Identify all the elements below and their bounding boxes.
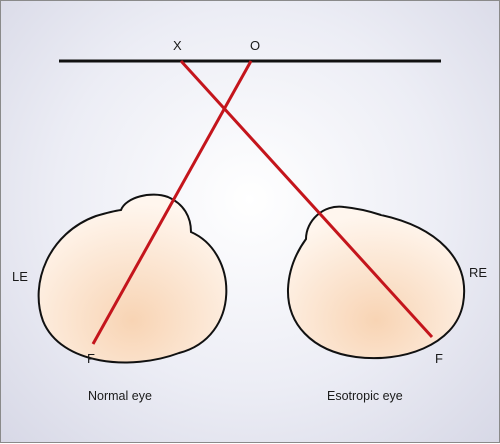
right-eye-visual-axis bbox=[179, 59, 434, 339]
right-eye-caption: Esotropic eye bbox=[327, 389, 403, 403]
point-o-label: O bbox=[250, 38, 261, 53]
point-x-label: X bbox=[173, 38, 182, 53]
right-eye-side-label: RE bbox=[469, 265, 488, 280]
right-eye bbox=[286, 205, 466, 360]
left-eye-side-label: LE bbox=[12, 269, 28, 284]
left-eye-fovea-label: F bbox=[87, 351, 95, 366]
left-eye-caption: Normal eye bbox=[88, 389, 152, 403]
right-eye-globe bbox=[286, 205, 466, 360]
left-eye bbox=[37, 193, 228, 364]
left-eye-globe bbox=[37, 193, 228, 364]
right-eye-fovea-label: F bbox=[435, 351, 443, 366]
